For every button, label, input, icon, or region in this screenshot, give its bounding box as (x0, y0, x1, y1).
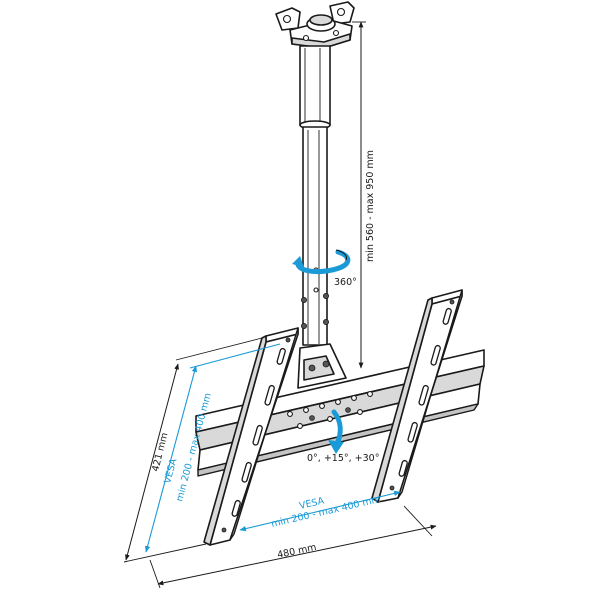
outer-pole (299, 45, 331, 130)
rotation-label: 360° (334, 277, 357, 288)
pole-length-dimension (352, 21, 366, 369)
right-vertical-arm (371, 289, 463, 503)
tilt-joint (297, 343, 347, 389)
vesa-horizontal-dimension (239, 490, 401, 532)
vesa-vertical-title: VESA (162, 457, 179, 485)
tilt-arrow (328, 409, 344, 454)
ceiling-bracket (275, 1, 355, 49)
inner-pole (300, 126, 329, 346)
pole-length-label: min 560 - max 950 mm (365, 150, 376, 262)
rotation-arrow (292, 249, 351, 275)
tilt-label: 0°, +15°, +30° (307, 453, 379, 464)
width-dimension (149, 505, 437, 589)
vesa-horizontal-range: min 200 - max 400 mm (270, 494, 382, 530)
width-label: 480 mm (276, 542, 317, 561)
vesa-vertical-dimension (144, 343, 281, 553)
